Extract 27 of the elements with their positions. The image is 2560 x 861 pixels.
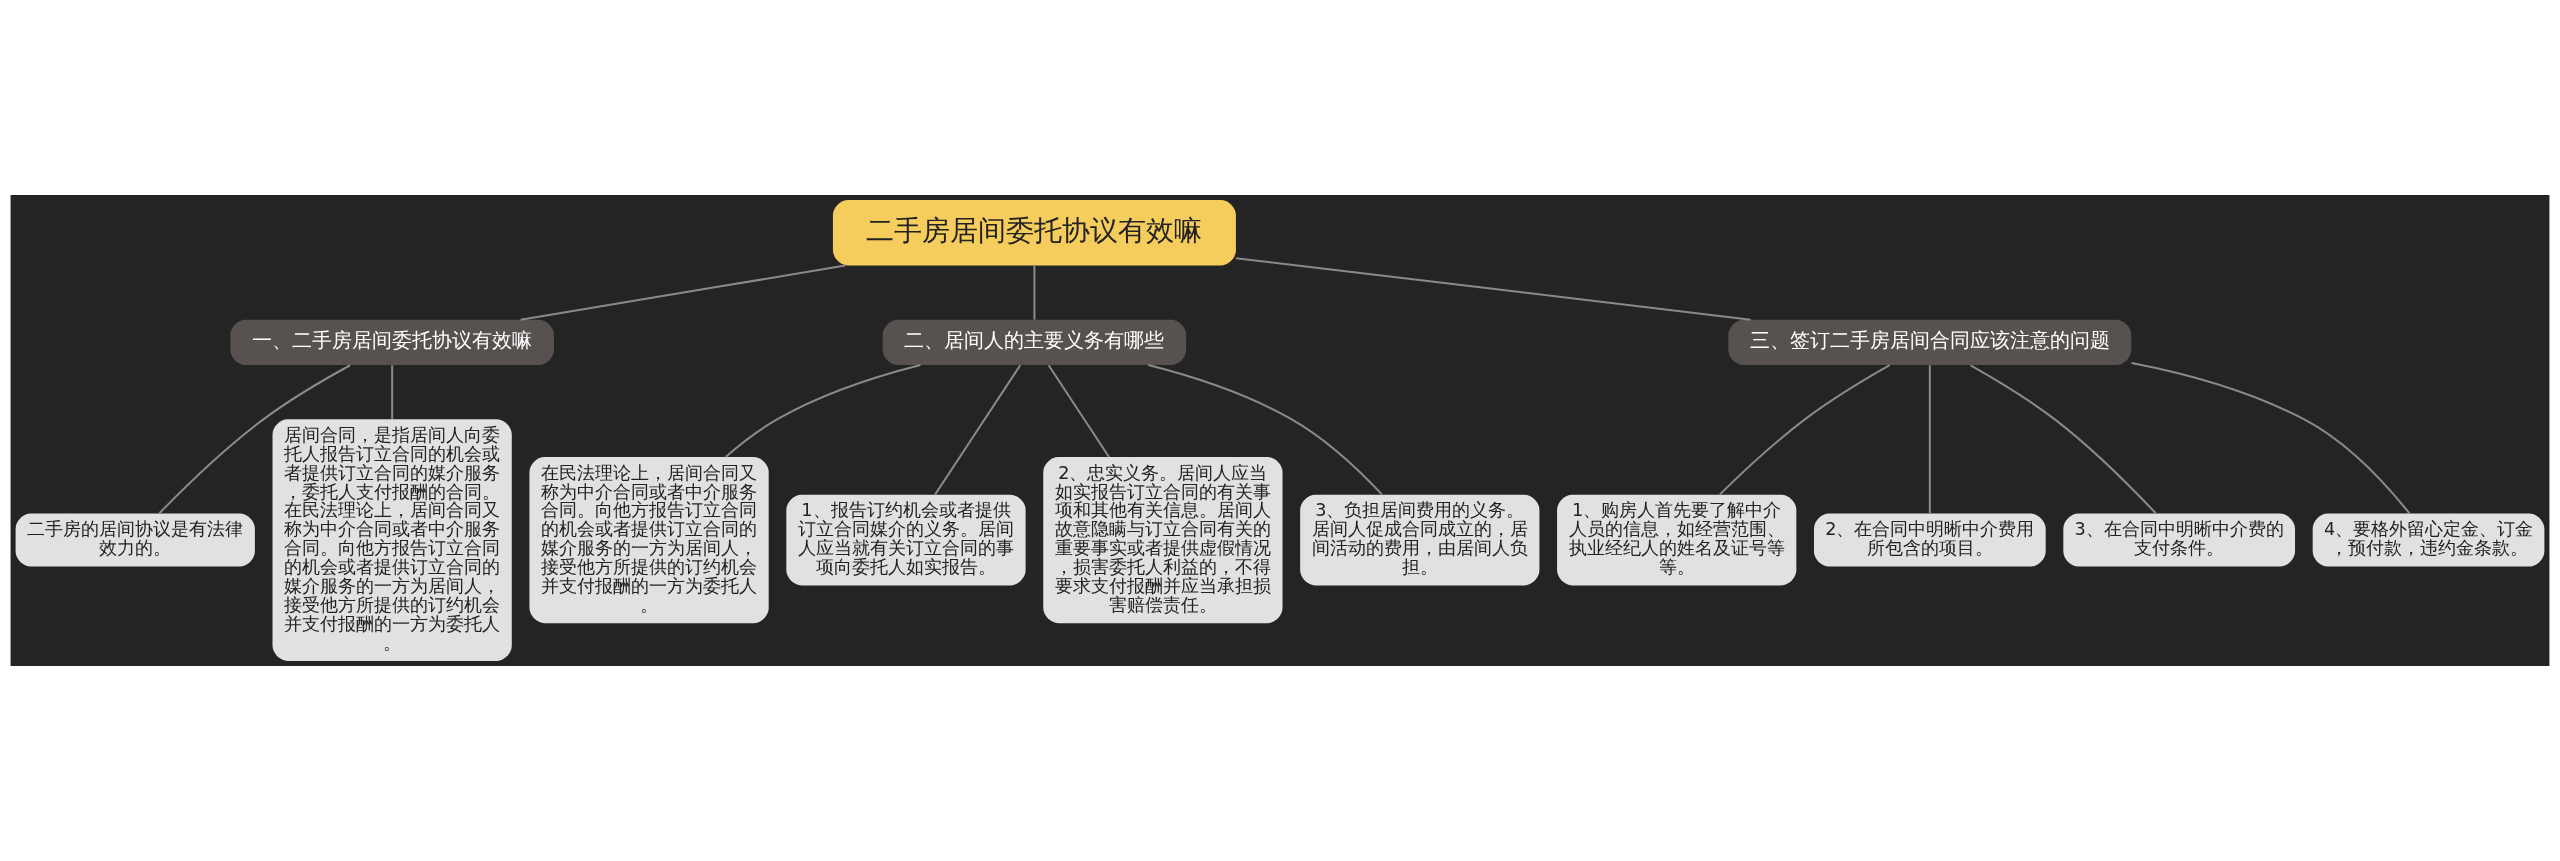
connector [934, 364, 1021, 496]
connector [2131, 361, 2411, 515]
node-box: 在民法理论上，居间合同又称为中介合同或者中介服务合同。向他方报告订立合同的机会或者提供订立合同的媒介服务的一方为居间人，接受他方所提供的订约机会并支付报酬的一方为委托人。 [529, 456, 769, 624]
connector [1970, 364, 2157, 514]
connector [520, 264, 846, 321]
node-box: 二、居间人的主要义务有哪些 [882, 319, 1187, 365]
connector [1719, 364, 1891, 496]
node-box: 3、负担居间费用的义务。居间人促成合同成立的，居间活动的费用，由居间人负担。 [1300, 494, 1540, 586]
connector [1928, 365, 1931, 514]
node-box: 二手房的居间协议是有法律效力的。 [15, 513, 255, 567]
connector [725, 364, 921, 458]
node-box: 1、购房人首先要了解中介人员的信息，如经营范围、执业经纪人的姓名及证号等等。 [1557, 494, 1797, 586]
node-box: 三、签订二手房居间合同应该注意的问题 [1728, 319, 2132, 365]
connector [391, 365, 394, 420]
node-box: 4、要格外留心定金、订金，预付款，违约金条款。 [2312, 513, 2545, 567]
connector [1033, 265, 1036, 320]
node-box: 居间合同，是指居间人向委托人报告订立合同的机会或者提供订立合同的媒介服务，委托人支付报酬的合同。在民法理论上，居间合同又称为中介合同或者中介服务合同。向他方报告订立合同的机会或者提供订立合同的媒介服务的一方为居间人，接受他方所提供的订约机会并支付报酬的一方为委托人。 [272, 419, 512, 661]
node-box: 2、在合同中明晰中介费用所包含的项目。 [1813, 513, 2046, 567]
node-box: 二手房居间委托协议有效嘛 [832, 200, 1236, 266]
node-box: 2、忠实义务。居间人应当如实报告订立合同的有关事项和其他有关信息。居间人故意隐瞒与订立合同有关的重要事实或者提供虚假情况，损害委托人利益的，不得要求支付报酬并应当承担损害赔偿责任。 [1043, 456, 1283, 624]
node-box: 3、在合同中明晰中介费的支付条件。 [2063, 513, 2296, 567]
node-box: 一、二手房居间委托协议有效嘛 [230, 319, 554, 365]
node-box: 1、报告订约机会或者提供订立合同媒介的义务。居间人应当就有关订立合同的事项向委托人如实报告。 [786, 494, 1026, 586]
connector [1235, 257, 1751, 321]
connector [1148, 364, 1383, 496]
connector [1047, 364, 1110, 458]
connector [158, 364, 351, 514]
